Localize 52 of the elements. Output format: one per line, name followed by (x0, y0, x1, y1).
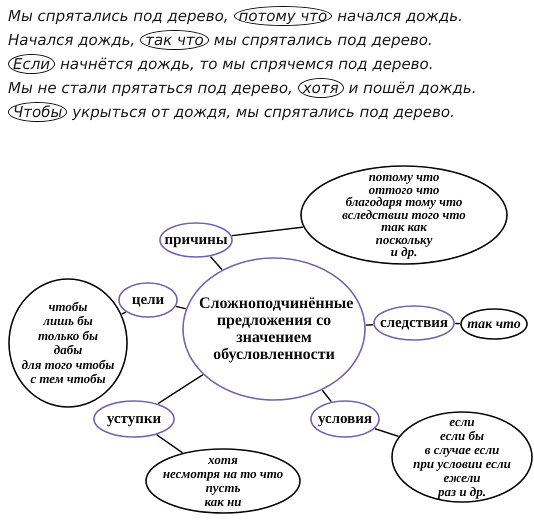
connector-line (374, 428, 399, 438)
connector-line (322, 390, 332, 402)
conjunction-list: лишь бы (43, 314, 93, 328)
category-label: уступки (106, 411, 162, 427)
sentence-text: укрыться от дождя, мы спрятались под дерево. (72, 102, 455, 123)
conjunction-list: чтобы (48, 300, 88, 314)
connector-line (156, 434, 183, 454)
connector-line (176, 306, 186, 310)
conjunction-list: и др. (390, 246, 418, 260)
category-label: цели (132, 292, 164, 308)
sentence-text: начнётся дождь, то мы спрячемся под дерево. (60, 54, 434, 75)
circled-conjunction: Чтобы (8, 102, 68, 122)
circled-conjunction: потому что (234, 6, 332, 26)
connector-line (232, 226, 304, 236)
conjunction-list: как ни (204, 495, 242, 509)
sentence-text: Мы спрятались под дерево, (8, 6, 229, 27)
conjunction-list: только бы (38, 328, 98, 343)
conjunction-list: потому что (368, 170, 440, 184)
conjunction-list: дабы (54, 343, 82, 358)
category-label: условия (318, 411, 372, 427)
category-label: причины (164, 232, 228, 248)
connector-line (210, 256, 223, 270)
sentence-text: мы спрятались под дерево. (214, 30, 433, 51)
circled-conjunction: Если (8, 54, 56, 74)
sentence-text: Начался дождь, (8, 30, 136, 51)
conjunction-list: несмотря на то что (162, 467, 284, 481)
conjunction-list: при условии если (413, 457, 511, 471)
conjunction-list: раз и др. (438, 485, 486, 499)
connector-line (366, 324, 374, 326)
conjunction-list: благодаря тому что (346, 196, 462, 209)
conjunction-list: если (449, 415, 475, 429)
connector-line (121, 311, 126, 315)
category-label: следствия (380, 315, 448, 331)
circled-conjunction: хотя (298, 78, 344, 98)
sentence-text: начался дождь. (337, 6, 463, 27)
conjunction-list: оттого что (368, 184, 440, 196)
conjunction-list: вследствии того что (342, 208, 466, 222)
circled-conjunction: так что (140, 30, 209, 50)
conjunction-list: так что (467, 316, 521, 332)
conjunction-list: с тем чтобы (30, 372, 106, 386)
connector-line (158, 374, 204, 404)
connector-line (454, 322, 460, 324)
conjunction-list: так как (381, 221, 427, 234)
sentence-text: и пошёл дождь. (348, 78, 476, 99)
sentence-text: Мы не стали прятаться под дерево, (8, 78, 293, 99)
conjunction-list: если бы (440, 429, 484, 443)
conjunction-list: поскольку (376, 234, 432, 246)
conjunction-list: для того чтобы (22, 358, 114, 372)
conjunction-list: ежели (443, 471, 480, 485)
conjunction-list: хотя (208, 453, 238, 467)
conjunction-list: в случае если (424, 443, 500, 457)
conjunction-list: пусть (206, 481, 240, 495)
